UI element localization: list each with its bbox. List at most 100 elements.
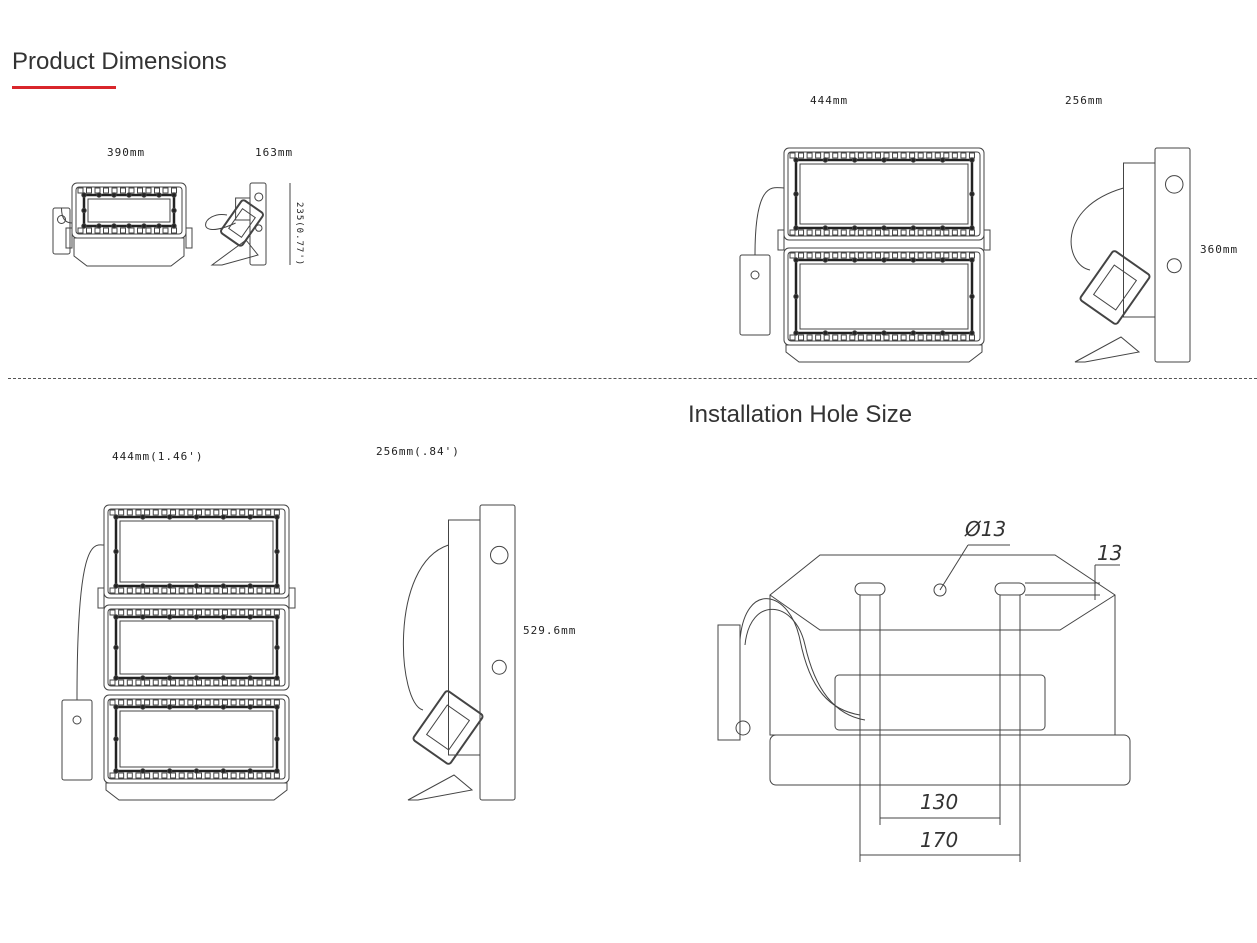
driver-box-cover xyxy=(425,704,471,751)
cooling-fin xyxy=(789,229,796,236)
driver-box xyxy=(1079,250,1151,325)
screw-dot xyxy=(939,257,946,263)
cooling-fin xyxy=(170,699,177,706)
cooling-fin xyxy=(187,609,194,616)
cooling-fin xyxy=(135,699,142,706)
module-gasket xyxy=(114,515,279,588)
cooling-fin xyxy=(135,509,142,516)
screw-dot xyxy=(113,583,119,589)
screw-dot xyxy=(274,548,280,555)
cooling-fin xyxy=(247,609,254,616)
cooling-fin xyxy=(273,509,280,516)
module-gasket xyxy=(794,258,974,335)
cooling-fin xyxy=(154,187,160,194)
cooling-fin xyxy=(806,229,813,236)
cooling-fin xyxy=(221,699,228,706)
bracket-foot xyxy=(210,239,259,266)
bracket-inner-edge xyxy=(769,594,1116,631)
cooling-fin xyxy=(103,187,109,194)
module-lens xyxy=(799,263,969,330)
cooling-fin xyxy=(135,772,142,779)
cooling-fin xyxy=(86,187,92,194)
cooling-fin xyxy=(230,772,237,779)
cooling-fin xyxy=(256,679,263,686)
module-lens xyxy=(119,620,274,675)
cooling-fin xyxy=(196,699,202,706)
cooling-fin xyxy=(832,229,839,236)
cooling-fin xyxy=(265,609,272,616)
small-fixture-depth-label: 163mm xyxy=(255,146,294,159)
screw-dot xyxy=(141,192,147,198)
driver-housing xyxy=(834,674,1046,731)
cooling-fin xyxy=(118,609,125,616)
cooling-fin xyxy=(909,152,916,159)
cooling-fin xyxy=(118,587,125,594)
cooling-fin xyxy=(883,334,890,341)
screw-dot xyxy=(166,514,173,520)
cooling-fin xyxy=(934,334,941,341)
medium-fixture-height-label: 360mm xyxy=(1200,243,1239,256)
small-fixture-front-view xyxy=(52,182,193,267)
driver-box-body xyxy=(1079,250,1151,325)
cooling-fin xyxy=(161,679,168,686)
mount-slot-left xyxy=(854,582,886,596)
cooling-fin xyxy=(273,699,280,706)
cooling-fin xyxy=(874,229,881,236)
cooling-fin xyxy=(823,229,830,236)
cooling-fin xyxy=(161,772,168,779)
cooling-fin xyxy=(213,772,220,779)
screw-dot xyxy=(113,548,119,555)
cooling-fin xyxy=(951,334,958,341)
cooling-fin xyxy=(247,772,254,779)
cooling-fin xyxy=(77,227,84,234)
cooling-fin xyxy=(196,509,202,516)
cooling-fin xyxy=(213,509,220,516)
cooling-fin xyxy=(171,227,177,234)
screw-dot xyxy=(81,192,87,198)
cooling-fin xyxy=(204,699,211,706)
mount-bracket xyxy=(65,227,73,249)
cooling-fin xyxy=(815,334,822,341)
screw-dot xyxy=(793,330,799,336)
large-fixture-height-label: 529.6mm xyxy=(523,624,577,637)
cooling-fin xyxy=(256,587,263,594)
cooling-fin xyxy=(960,252,967,259)
hole-diameter-label: Ø13 xyxy=(965,517,1007,541)
cooling-fin xyxy=(917,252,924,259)
medium-fixture-front-view xyxy=(739,147,991,363)
module-fin-ring xyxy=(107,508,286,595)
module-fin-ring xyxy=(75,186,183,235)
screw-dot xyxy=(969,191,975,197)
cooling-fin xyxy=(204,609,211,616)
large-fixture-depth-label: 256mm(.84') xyxy=(376,445,460,458)
mount-bracket xyxy=(288,587,296,609)
cooling-fin xyxy=(239,509,246,516)
cooling-fin xyxy=(883,229,890,236)
cooling-fin xyxy=(951,252,958,259)
cooling-fin xyxy=(900,252,907,259)
heatsink-plate xyxy=(1154,147,1191,363)
screw-dot xyxy=(969,293,975,300)
cooling-fin xyxy=(256,772,263,779)
cooling-fin xyxy=(135,679,142,686)
cooling-fin xyxy=(265,587,272,594)
cooling-fin xyxy=(178,609,185,616)
cooling-fin xyxy=(221,609,228,616)
cooling-fin xyxy=(161,609,168,616)
section-divider xyxy=(8,378,1257,379)
center-hole xyxy=(933,583,947,597)
cooling-fin xyxy=(832,152,839,159)
cooling-fin xyxy=(178,679,185,686)
cooling-fin xyxy=(120,227,126,234)
cooling-fin xyxy=(196,587,202,594)
screw-dot xyxy=(140,768,146,774)
cooling-fin xyxy=(126,509,133,516)
cooling-fin xyxy=(204,587,211,594)
cooling-fin xyxy=(265,679,272,686)
module-frame xyxy=(783,147,985,241)
screw-dot xyxy=(793,257,799,263)
cooling-fin xyxy=(857,252,864,259)
cooling-fin xyxy=(926,334,933,341)
module-fin-ring xyxy=(107,698,286,780)
cooling-fin xyxy=(230,587,237,594)
